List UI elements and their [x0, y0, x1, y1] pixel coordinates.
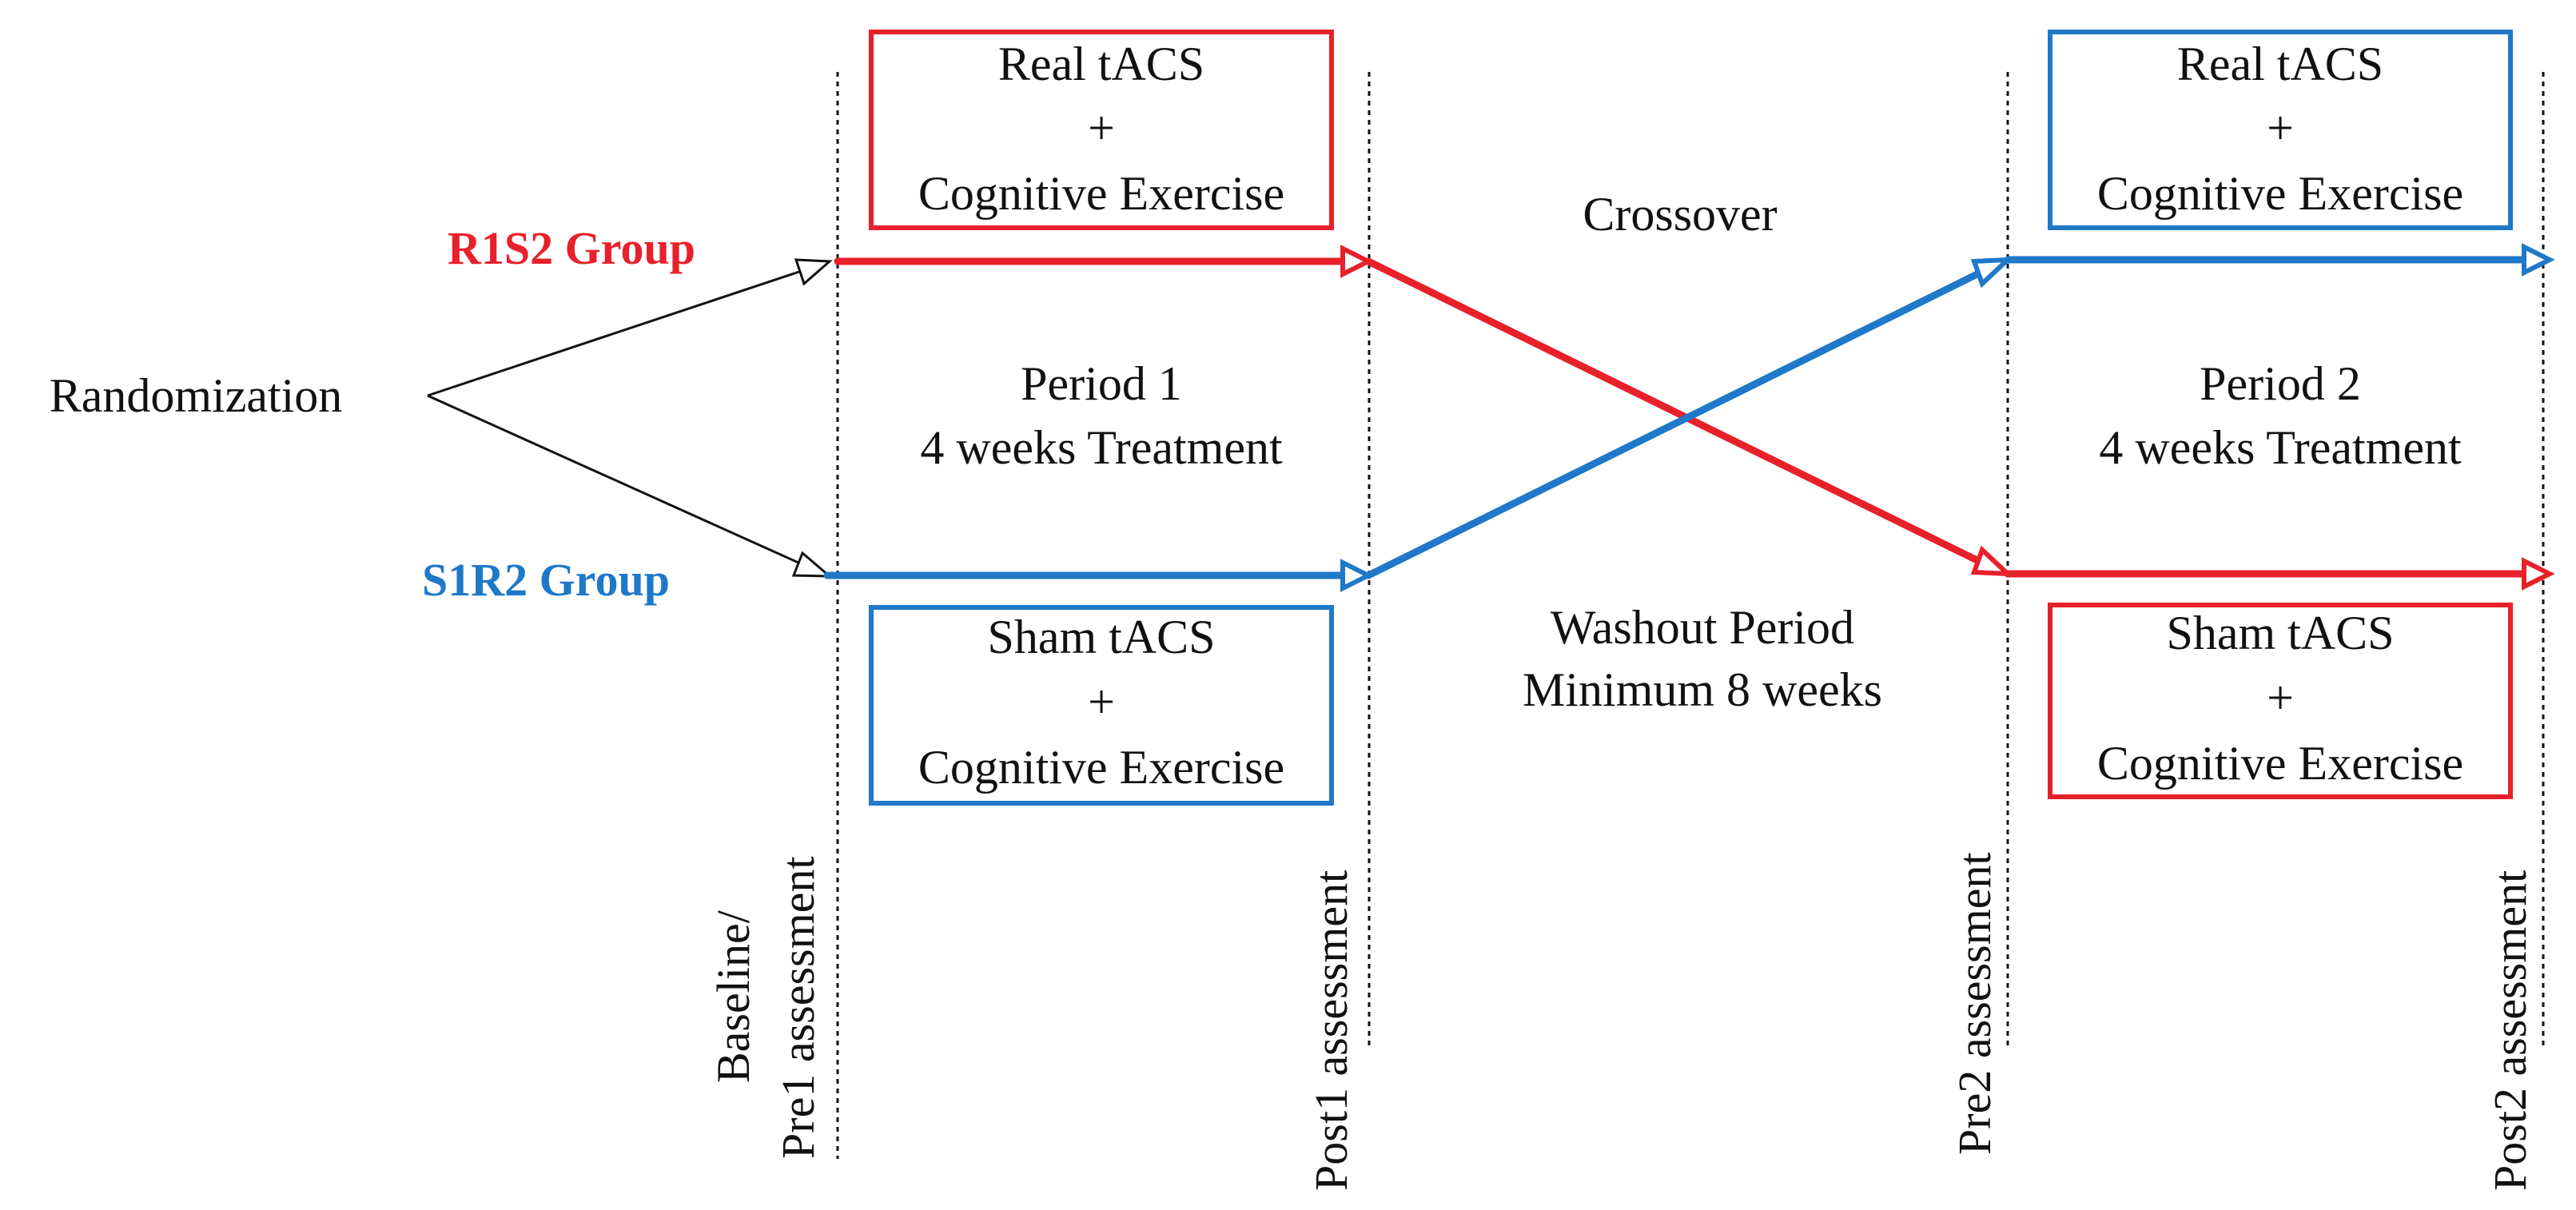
period1-sham-tacs-box [869, 605, 1334, 806]
s1r2-crossover-line [1364, 264, 1994, 579]
period1-title: Period 1 [1021, 357, 1182, 410]
s1r2-arrowhead-post2 [2522, 243, 2555, 277]
r1s2-arrowhead-post2 [2522, 557, 2555, 591]
period1-bottom-line1: Sham tACS [987, 611, 1215, 663]
branch-arrowhead-r1s2 [794, 258, 833, 286]
baseline-label-line1: Baseline/ [707, 909, 759, 1083]
period2-bottom-line1: Sham tACS [2166, 607, 2394, 659]
period2-bottom-plus: + [2267, 671, 2294, 724]
period2-bottom-line3: Cognitive Exercise [2097, 737, 2463, 790]
s1r2-arrowhead-post1 [1340, 559, 1374, 592]
period1-duration: 4 weeks Treatment [920, 421, 1283, 474]
period1-bottom-line3: Cognitive Exercise [918, 741, 1284, 794]
s1r2-path [823, 256, 2528, 579]
r1s2-arrowhead-pre2 [1970, 545, 2014, 577]
r1s2-arrowhead-post1 [1340, 245, 1374, 278]
crossover-label: Crossover [1583, 188, 1777, 241]
period1-real-tacs-box [869, 30, 1334, 230]
baseline-label-line2: Pre1 assessment [772, 856, 824, 1159]
period1-top-line1: Real tACS [998, 38, 1204, 90]
period2-top-line1: Real tACS [2177, 38, 2383, 90]
pre2-assessment-label: Pre2 assessment [1949, 852, 2001, 1155]
branch-to-r1s2 [427, 262, 824, 397]
branch-to-s1r2 [427, 394, 824, 575]
washout-period-label: Washout Period [1551, 601, 1854, 654]
period2-title: Period 2 [2200, 357, 2361, 410]
period2-sham-tacs-box [2048, 603, 2513, 799]
group-label-s1r2: S1R2 Group [422, 554, 670, 606]
randomization-label: Randomization [50, 369, 343, 422]
period1-bottom-plus: + [1088, 675, 1115, 728]
post1-assessment-label: Post1 assessment [1305, 870, 1357, 1191]
r1s2-path [834, 257, 2528, 578]
branch-arrowhead-s1r2 [791, 551, 834, 578]
period2-duration: 4 weeks Treatment [2099, 421, 2462, 474]
s1r2-arrowhead-pre2 [1970, 257, 2014, 289]
period2-top-plus: + [2267, 101, 2294, 154]
assessment-lines [836, 72, 2545, 1159]
period1-top-plus: + [1088, 101, 1115, 154]
period1-top-line3: Cognitive Exercise [918, 167, 1284, 220]
post2-assessment-label: Post2 assessment [2484, 870, 2536, 1191]
group-label-r1s2: R1S2 Group [448, 222, 695, 274]
period2-top-line3: Cognitive Exercise [2097, 167, 2463, 220]
randomization-branches [427, 258, 834, 578]
washout-duration-label: Minimum 8 weeks [1523, 663, 1882, 716]
r1s2-crossover-line [1364, 257, 1996, 571]
period2-real-tacs-box [2048, 30, 2513, 230]
